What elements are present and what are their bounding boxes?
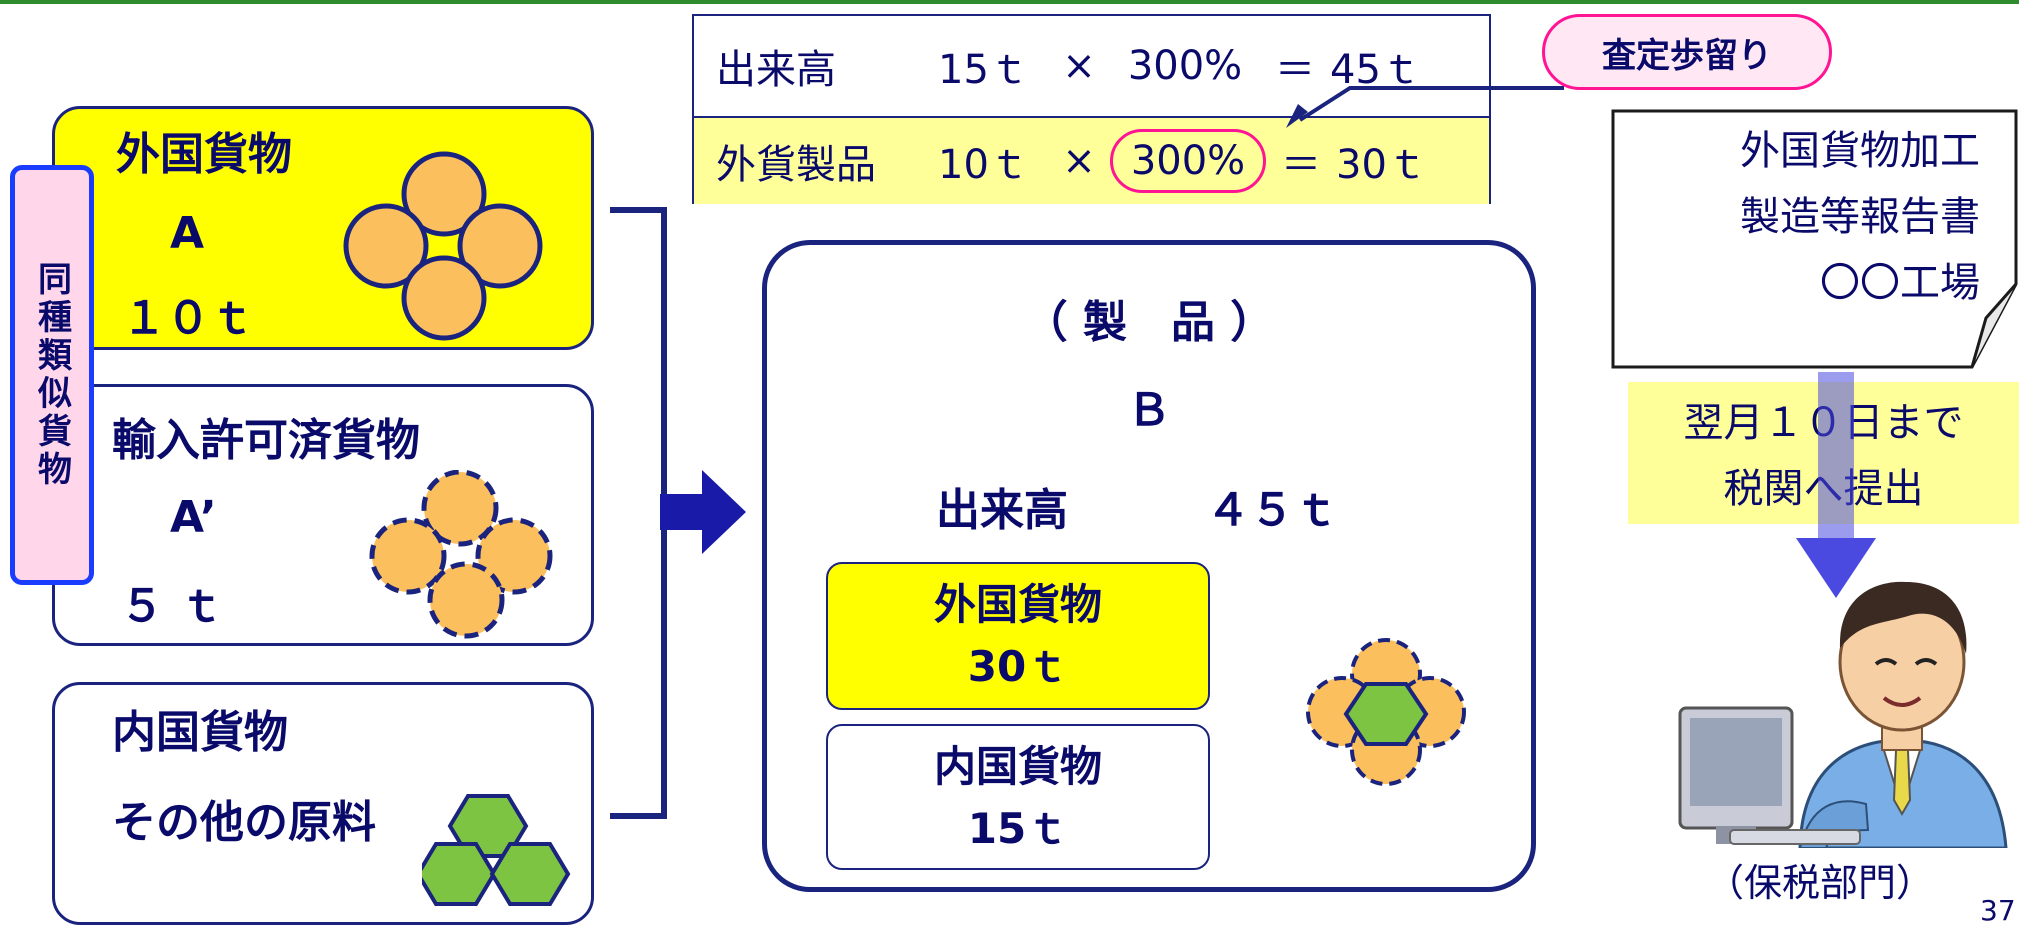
mixed-product-icon bbox=[1306, 638, 1466, 786]
imported-cargo-qty: ５ ｔ bbox=[120, 581, 224, 632]
product-foreign-label: 外国貨物 bbox=[933, 580, 1102, 629]
domestic-cargo-subtitle: その他の原料 bbox=[112, 797, 376, 848]
customs-officer-icon bbox=[1678, 581, 2008, 848]
domestic-cargo-title: 内国貨物 bbox=[112, 707, 288, 758]
similar-goods-tag-label: 同種類似貨物 bbox=[31, 261, 72, 489]
product-domestic-label: 内国貨物 bbox=[933, 742, 1102, 791]
formula-foreign-eq: ＝ bbox=[1281, 142, 1321, 188]
formula-foreign-result: 30ｔ bbox=[1336, 142, 1427, 188]
yield-formula-table: 出来高 15ｔ × 300% ＝ 45ｔ 外貨製品 10ｔ × 300% ＝ 3… bbox=[692, 14, 1491, 204]
formula-foreign-label: 外貨製品 bbox=[716, 142, 876, 188]
yield-pointer-arrow bbox=[1286, 86, 1564, 128]
foreign-cargo-circles-icon bbox=[343, 151, 543, 341]
formula-output-op: × bbox=[1062, 43, 1096, 89]
report-line-2: 製造等報告書 bbox=[1740, 194, 1980, 240]
formula-foreign-rate: 300% bbox=[1110, 129, 1266, 193]
report-line-1: 外国貨物加工 bbox=[1740, 128, 1980, 174]
foreign-cargo-qty: １０ｔ bbox=[122, 293, 254, 344]
formula-output-rate: 300% bbox=[1127, 43, 1243, 89]
customs-department-label: （保税部門） bbox=[1706, 861, 1935, 905]
formula-output-eq: ＝ bbox=[1275, 47, 1315, 93]
top-rule bbox=[0, 0, 2019, 4]
formula-foreign-op: × bbox=[1062, 138, 1096, 184]
raw-material-hexagons-icon bbox=[422, 794, 571, 906]
product-domestic-qty: 15ｔ bbox=[967, 804, 1069, 853]
product-foreign-portion: 外国貨物 30ｔ bbox=[826, 562, 1210, 710]
page-number: 37 bbox=[1980, 894, 2016, 927]
product-foreign-qty: 30ｔ bbox=[967, 642, 1069, 691]
assessed-yield-pill: 査定歩留り bbox=[1542, 14, 1832, 90]
similar-goods-tag: 同種類似貨物 bbox=[10, 165, 94, 585]
imported-cargo-code: A’ bbox=[170, 492, 217, 543]
product-code: Ｂ bbox=[1127, 385, 1171, 436]
arrow-right-icon bbox=[660, 470, 746, 554]
foreign-cargo-title: 外国貨物 bbox=[116, 129, 292, 180]
formula-foreign-qty: 10ｔ bbox=[938, 142, 1029, 188]
product-output-label: 出来高 bbox=[936, 485, 1068, 536]
report-title: 外国貨物加工 製造等報告書 〇〇工場 bbox=[1640, 118, 1980, 316]
formula-row-foreign-product: 外貨製品 10ｔ × 300% ＝ 30ｔ bbox=[694, 118, 1489, 204]
report-document-icon bbox=[1611, 109, 2018, 369]
product-output-qty: ４５ｔ bbox=[1206, 485, 1338, 536]
product-title: （ 製 品 ） bbox=[1023, 297, 1275, 348]
imported-cargo-title: 輸入許可済貨物 bbox=[112, 415, 420, 466]
submit-down-arrow bbox=[1796, 372, 1876, 598]
formula-output-label: 出来高 bbox=[716, 47, 836, 93]
report-line-3: 〇〇工場 bbox=[1820, 260, 1980, 306]
formula-row-output: 出来高 15ｔ × 300% ＝ 45ｔ bbox=[694, 16, 1489, 118]
product-domestic-portion: 内国貨物 15ｔ bbox=[826, 724, 1210, 870]
formula-output-result: 45ｔ bbox=[1330, 47, 1421, 93]
formula-output-qty: 15ｔ bbox=[938, 47, 1029, 93]
imported-cargo-circles-icon bbox=[369, 470, 553, 639]
foreign-cargo-code: A bbox=[170, 208, 205, 259]
